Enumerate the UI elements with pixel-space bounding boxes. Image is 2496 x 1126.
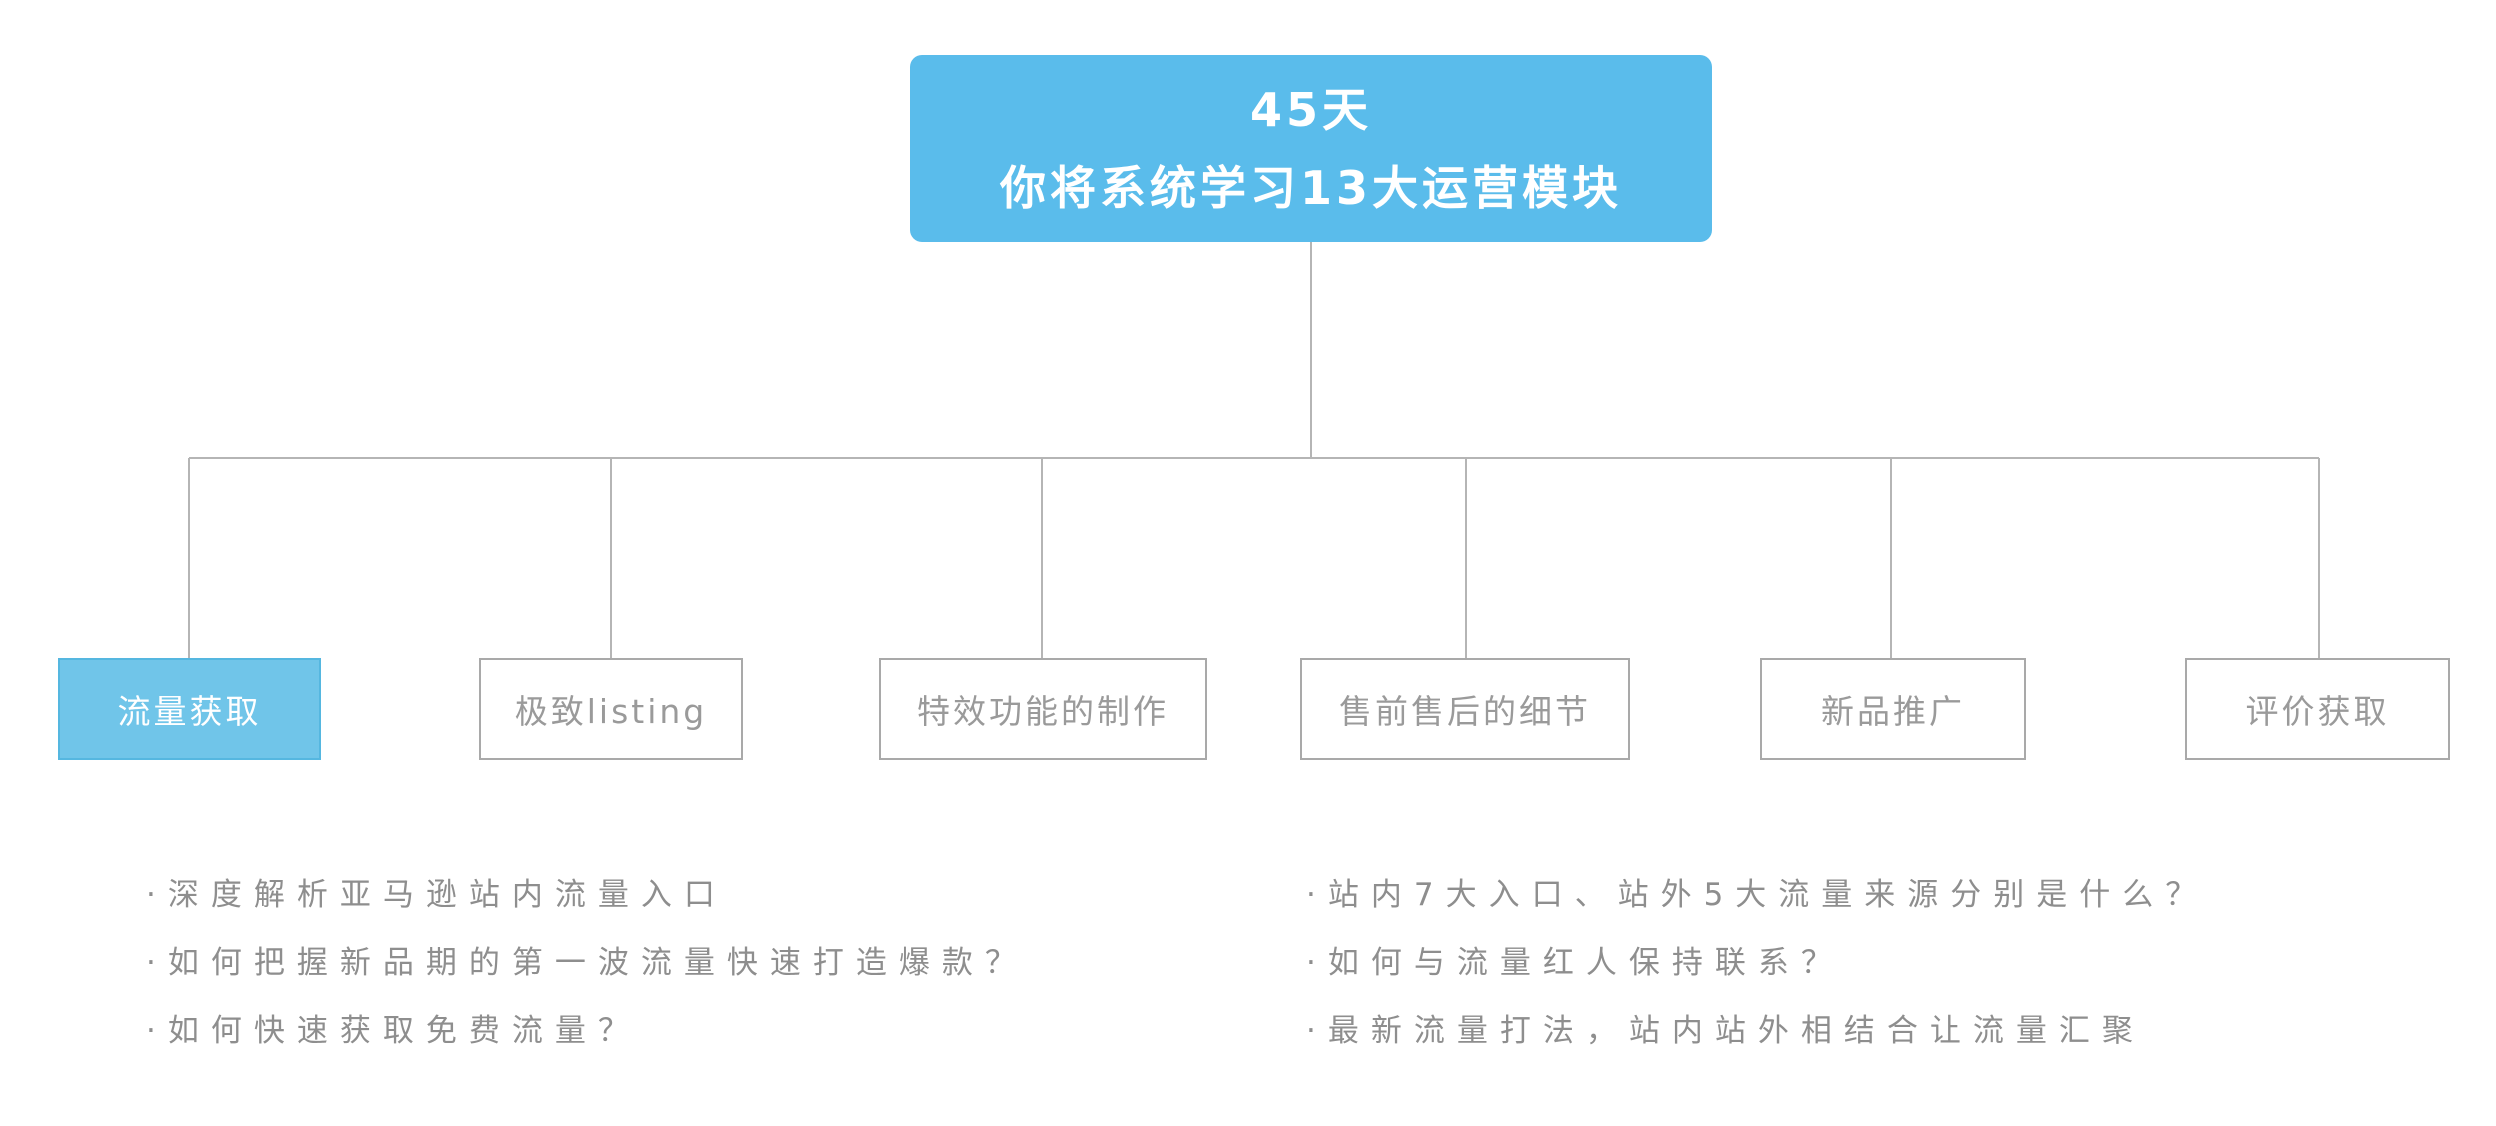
module-node-review-acquisition[interactable]: 评价获取 [2185, 658, 2450, 760]
diagram-title-box: 45天 你将系统学习13大运营模块 [910, 55, 1712, 242]
title-line-description: 你将系统学习13大运营模块 [999, 160, 1622, 215]
module-label: 极致listing [514, 692, 708, 731]
title-line-duration: 45天 [1249, 82, 1372, 137]
detail-bullet: ·站内7大入口、站外5大流量来源分别是什么？ [1306, 877, 2209, 913]
module-node-special-effects[interactable]: 特效功能的制作 [879, 658, 1207, 760]
module-label: 流量获取 [117, 692, 262, 731]
module-node-traffic-acquisition[interactable]: 流量获取 [58, 658, 321, 760]
module-label: 特效功能的制作 [917, 692, 1169, 731]
detail-bullet: ·如何把握新品期的第一波流量快速打造爆款？ [146, 945, 1028, 981]
module-node-new-product-promo[interactable]: 新品推广 [1760, 658, 2026, 760]
detail-bullet: ·最新流量打法，站内站外相结合让流量汇聚 [1306, 1013, 2145, 1049]
module-label: 售前售后的细节 [1339, 692, 1591, 731]
module-node-ultimate-listing[interactable]: 极致listing [479, 658, 743, 760]
details-column-left: ·深度解析亚马逊站内流量入口 ·如何把握新品期的第一波流量快速打造爆款？ ·如何… [146, 861, 1028, 1065]
detail-bullet: ·深度解析亚马逊站内流量入口 [146, 877, 727, 913]
detail-bullet: ·如何与流量红人保持联系？ [1306, 945, 1844, 981]
detail-bullet: ·如何快速获取免费流量？ [146, 1013, 641, 1049]
module-label: 评价获取 [2245, 692, 2390, 731]
module-node-pre-post-sale[interactable]: 售前售后的细节 [1300, 658, 1630, 760]
details-column-right: ·站内7大入口、站外5大流量来源分别是什么？ ·如何与流量红人保持联系？ ·最新… [1306, 861, 2208, 1065]
module-label: 新品推广 [1821, 692, 1965, 731]
